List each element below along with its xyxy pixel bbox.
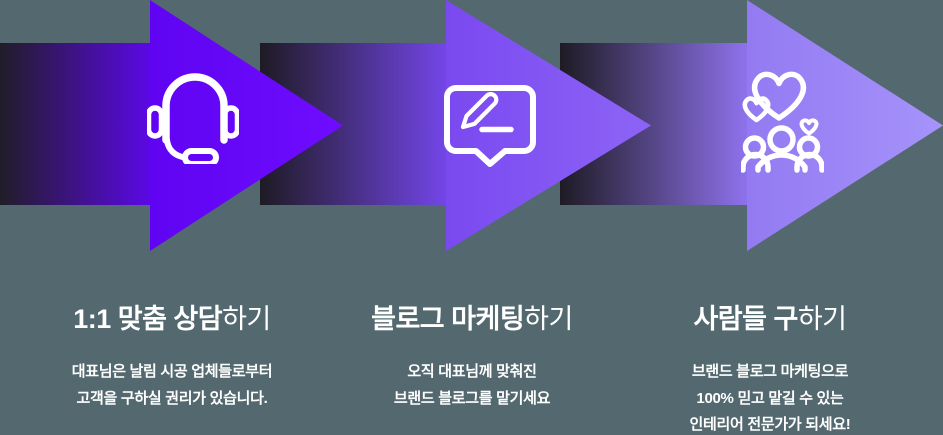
step2-description-line2: 브랜드 블로그를 맡기세요	[393, 389, 551, 407]
step1-title-strong: 1:1 맞춤 상담	[73, 304, 223, 334]
step1-title-light: 하기	[222, 304, 271, 334]
step3-description-line3: 인테리어 전문가가 되세요!	[689, 416, 851, 433]
step3-description-line1: 브랜드 블로그 마케팅으로	[691, 363, 849, 380]
step1-description-line2: 고객을 구하실 권리가 있습니다.	[76, 389, 268, 407]
step2-description: 오직 대표님께 맞춰진 브랜드 블로그를 맡기세요	[322, 359, 622, 412]
step1-description-line1: 대표님은 날림 시공 업체들로부터	[71, 363, 273, 380]
step2-description-line1: 오직 대표님께 맞춰진	[407, 363, 537, 380]
step3-description: 브랜드 블로그 마케팅으로 100% 믿고 맡길 수 있는 인테리어 전문가가 …	[620, 359, 920, 435]
step2-text-block: 블로그 마케팅하기 오직 대표님께 맞춰진 브랜드 블로그를 맡기세요	[322, 301, 622, 412]
step1-description: 대표님은 날림 시공 업체들로부터 고객을 구하실 권리가 있습니다.	[22, 359, 322, 412]
headset-icon	[147, 72, 239, 164]
step3-title-light: 하기	[797, 304, 847, 334]
people-hearts-icon	[741, 68, 824, 173]
step3-title: 사람들 구하기	[620, 301, 920, 338]
step2-title: 블로그 마케팅하기	[322, 301, 622, 338]
chat-bubble-pencil-icon	[444, 85, 536, 167]
step1-text-block: 1:1 맞춤 상담하기 대표님은 날림 시공 업체들로부터 고객을 구하실 권리…	[22, 301, 322, 412]
step1-arrow-tail	[0, 43, 152, 205]
step3-description-line2: 100% 믿고 맡길 수 있는	[696, 389, 844, 407]
step2-title-strong: 블로그 마케팅	[371, 304, 525, 334]
step3-text-block: 사람들 구하기 브랜드 블로그 마케팅으로 100% 믿고 맡길 수 있는 인테…	[620, 301, 920, 435]
step3-title-strong: 사람들 구	[693, 304, 798, 334]
step2-title-light: 하기	[524, 304, 573, 334]
step1-title: 1:1 맞춤 상담하기	[22, 301, 322, 338]
